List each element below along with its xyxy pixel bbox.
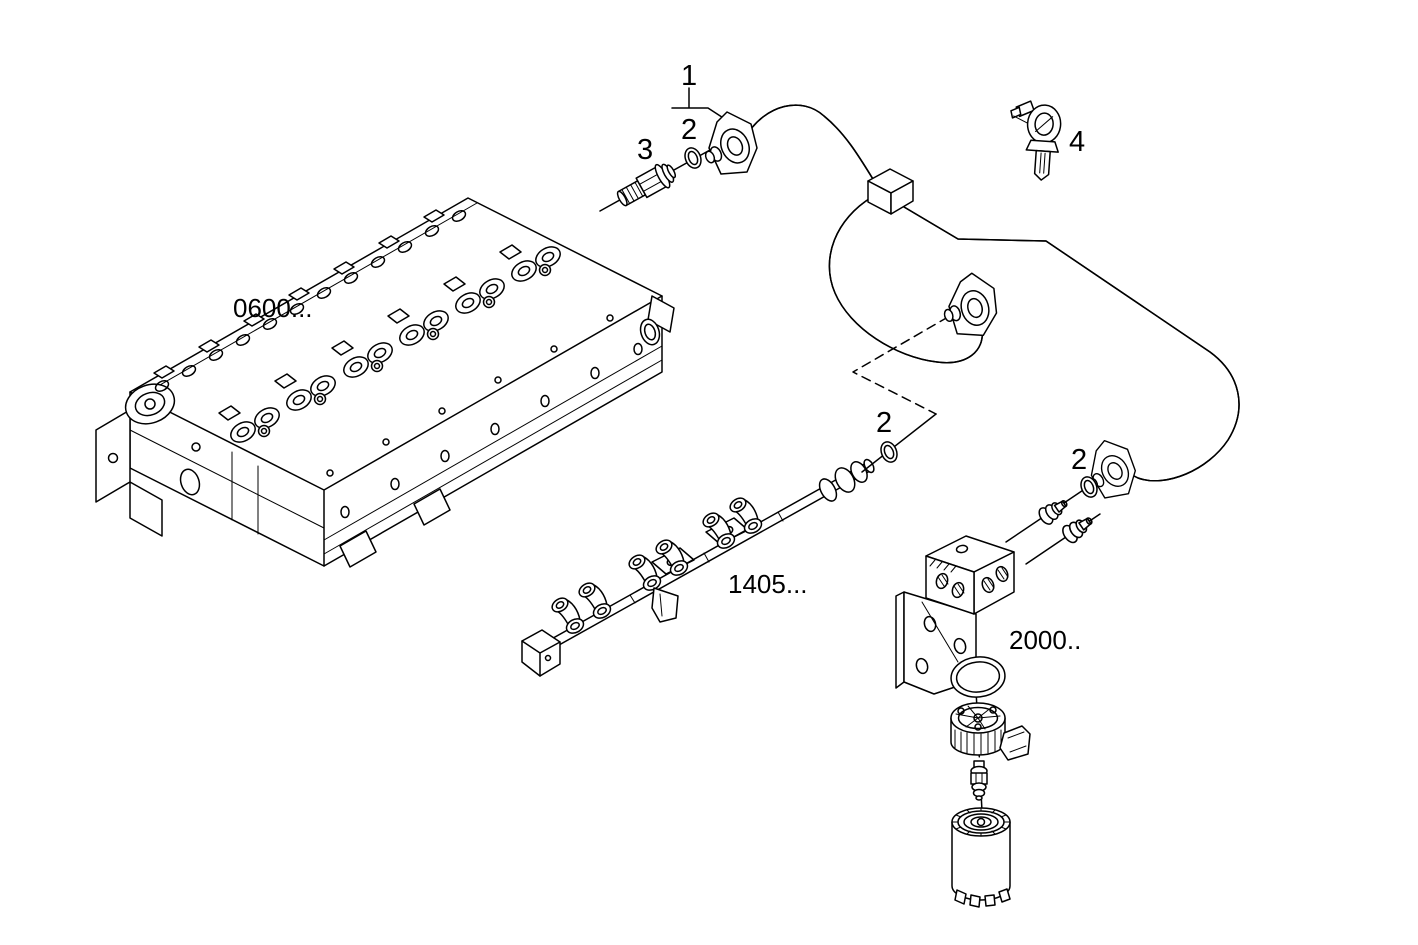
temperature-sensor [1010,100,1062,181]
heater-connector [999,725,1031,761]
fuel-filter-assembly [895,535,1031,908]
group-label-cylinder-head: 0600... [233,293,313,323]
o-ring-middle [877,438,901,466]
callout-2-right: 2 [1071,444,1087,476]
pipe-clamp [867,168,914,215]
group-label-fuel-rail: 1405... [728,569,808,599]
filter-cartridge [951,807,1011,908]
callout-4: 4 [1069,126,1085,158]
thermostat-boss [124,383,176,425]
filter-head-block [925,535,1015,615]
filter-heater-unit [950,702,1031,761]
filter-seal-ring [950,656,1006,698]
o-ring-top [681,144,705,172]
callout-2-middle: 2 [876,407,892,439]
adapter-fitting [616,163,677,207]
cylinder-head-drawing [95,197,675,568]
rail-elbow-fitting [548,594,587,637]
fuel-rail-drawing [521,458,875,677]
drain-valve [970,760,988,801]
leader-lines [599,87,1114,833]
banjo-fitting-top [703,111,758,175]
rail-bracket [651,587,679,623]
fuel-line-pipe [745,104,1240,482]
banjo-fitting-middle [939,269,1003,340]
rail-outlet-fitting [818,458,875,502]
rail-elbow-fitting [575,579,614,622]
threaded-fitting [1035,494,1072,528]
callout-2-top: 2 [681,114,697,146]
callout-3: 3 [637,134,653,166]
callout-1: 1 [681,60,697,92]
threaded-fitting [1059,511,1098,546]
rail-tube [529,462,871,660]
group-label-fuel-filter: 2000.. [1009,625,1081,655]
